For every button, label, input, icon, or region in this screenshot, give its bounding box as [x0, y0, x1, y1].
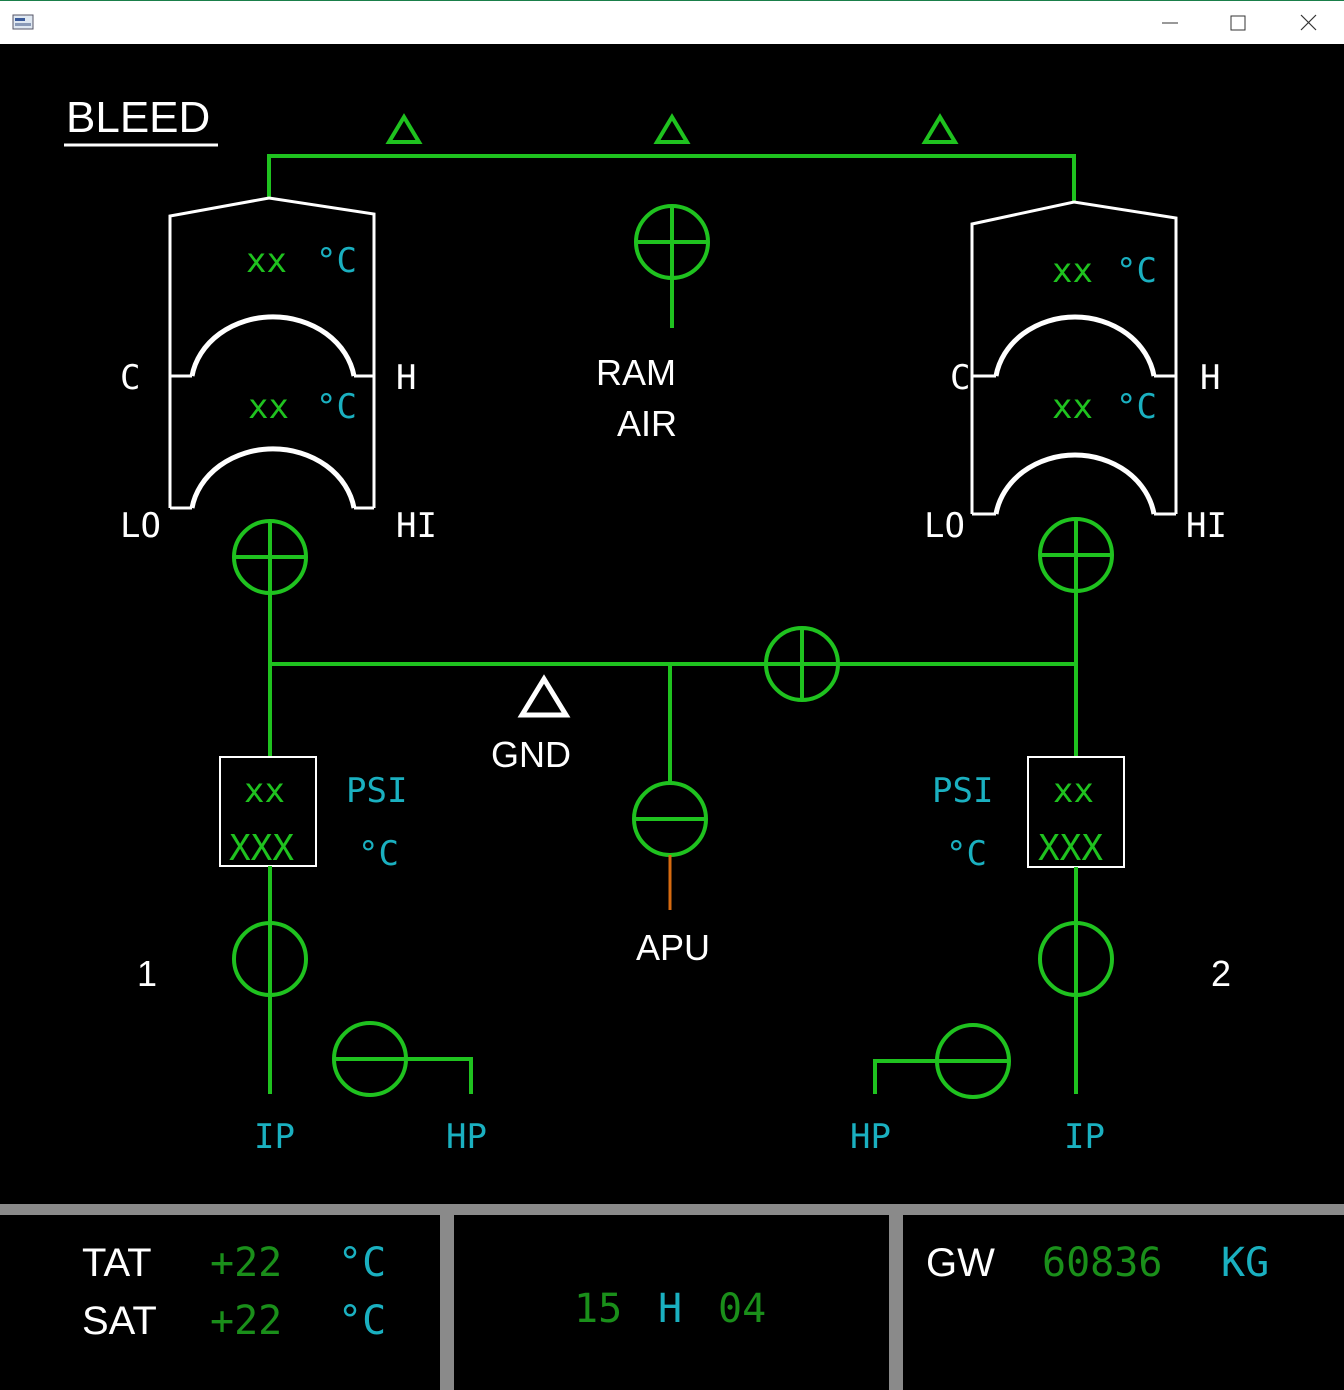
engine-left-hp-valve-icon	[332, 1021, 473, 1097]
time-hours: 15	[574, 1286, 622, 1332]
ecam-bleed-page: BLEED RAM AIR xx °C xx °C C H LO HI	[0, 93, 1344, 1390]
engine-right-temp-unit: °C	[946, 834, 987, 874]
footer-temperatures: TAT +22 °C SAT +22 °C	[82, 1240, 386, 1344]
window-title-bar	[0, 0, 1344, 44]
engine-left-psi-value: xx	[244, 771, 285, 811]
pack-right-flow-gauge-2	[993, 452, 1157, 515]
ram-air-label-1: RAM	[596, 352, 676, 393]
gw-label: GW	[926, 1241, 995, 1285]
page-title: BLEED	[66, 93, 210, 142]
outlet-arrow-icon	[385, 113, 423, 144]
footer-frame	[0, 1204, 1344, 1390]
engine-left-hp-label: HP	[446, 1117, 487, 1157]
pack-right-valve-icon	[1038, 517, 1114, 593]
engine-right-temp-value: XXX	[1038, 828, 1103, 869]
apu-label: APU	[636, 927, 710, 968]
crossbleed-valve-icon	[764, 626, 840, 702]
gw-value: 60836	[1042, 1240, 1162, 1286]
tat-unit: °C	[338, 1240, 386, 1286]
engine-right: xx XXX PSI °C 2 IP HP	[850, 756, 1231, 1157]
pack-right-flow-gauge-1	[993, 314, 1157, 377]
maximize-icon[interactable]	[1222, 9, 1254, 37]
footer-clock: 15 H 04	[574, 1286, 766, 1332]
engine-right-psi-value: xx	[1053, 771, 1094, 811]
pack-right-temp-1: xx	[1052, 251, 1093, 291]
engine-left: xx XXX PSI °C 1 IP HP	[137, 756, 487, 1157]
tat-value: +22	[210, 1240, 282, 1286]
pack-right-temp-2: xx	[1052, 387, 1093, 427]
pack-right-h-label: H	[1200, 358, 1220, 398]
pack-left-temp-2: xx	[248, 387, 289, 427]
pack-right: xx °C xx °C C H LO HI	[924, 200, 1227, 546]
engine-left-temp-value: XXX	[229, 828, 294, 869]
pack-left: xx °C xx °C C H LO HI	[120, 196, 437, 546]
pack-right-lo-label: LO	[924, 506, 965, 546]
pack-left-h-label: H	[396, 358, 416, 398]
engine-right-number: 2	[1211, 953, 1231, 994]
gnd-connection-icon	[517, 674, 571, 718]
close-icon[interactable]	[1292, 9, 1324, 37]
apu-valve-icon	[632, 781, 708, 857]
engine-left-psi-unit: PSI	[346, 771, 407, 811]
pack-left-valve-icon	[232, 519, 308, 595]
time-minutes: 04	[718, 1286, 766, 1332]
gnd-label: GND	[491, 734, 571, 775]
pack-left-flow-gauge-1	[189, 314, 357, 377]
pack-left-hi-label: HI	[396, 506, 437, 546]
pack-right-hi-label: HI	[1186, 506, 1227, 546]
crossbleed-duct	[268, 591, 1078, 783]
engine-right-hp-label: HP	[850, 1117, 891, 1157]
pack-left-unit-2: °C	[316, 387, 357, 427]
outlet-arrow-icon	[921, 113, 959, 144]
tat-label: TAT	[82, 1241, 152, 1285]
pack-left-unit-1: °C	[316, 241, 357, 281]
engine-right-psi-unit: PSI	[932, 771, 993, 811]
pack-left-c-label: C	[120, 358, 140, 398]
engine-left-temp-unit: °C	[358, 834, 399, 874]
pack-left-temp-1: xx	[246, 241, 287, 281]
pack-right-c-label: C	[950, 358, 970, 398]
app-icon	[12, 14, 34, 30]
pack-left-flow-gauge-2	[189, 446, 357, 509]
engine-left-number: 1	[137, 953, 157, 994]
engine-right-bleed-valve-icon	[1038, 921, 1114, 997]
time-h: H	[658, 1286, 682, 1332]
minimize-icon[interactable]	[1154, 9, 1186, 37]
outlet-arrow-icon	[653, 113, 691, 144]
engine-right-hp-valve-icon	[873, 1023, 1011, 1099]
engine-right-ip-label: IP	[1064, 1117, 1105, 1157]
engine-left-ip-label: IP	[254, 1117, 295, 1157]
ram-air-label-2: AIR	[617, 403, 677, 444]
ram-air-valve-icon	[634, 204, 710, 280]
sat-value: +22	[210, 1298, 282, 1344]
pack-right-unit-2: °C	[1116, 387, 1157, 427]
sat-label: SAT	[82, 1299, 157, 1343]
engine-left-bleed-valve-icon	[232, 921, 308, 997]
gw-unit: KG	[1221, 1240, 1269, 1286]
sat-unit: °C	[338, 1298, 386, 1344]
pack-right-unit-1: °C	[1116, 251, 1157, 291]
pack-left-lo-label: LO	[120, 506, 161, 546]
footer-gross-weight: GW 60836 KG	[926, 1240, 1269, 1286]
top-manifold	[267, 154, 1076, 328]
